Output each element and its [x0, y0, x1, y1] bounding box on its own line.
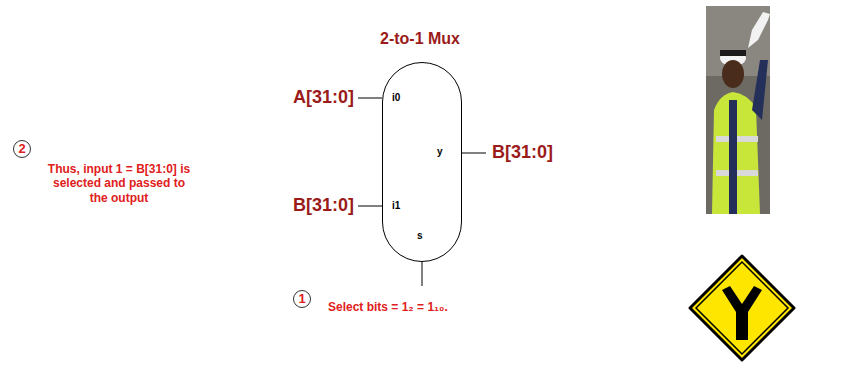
officer-photo: [706, 6, 770, 214]
pin-name: y: [437, 146, 443, 157]
callout-circle: [294, 291, 311, 308]
bus-label: B[31:0]: [492, 142, 553, 164]
note: Thus, input 1 = B[31:0] is selected and …: [46, 162, 192, 205]
pin-name: i1: [392, 200, 400, 211]
fork-sign: [690, 256, 794, 360]
mux-body: i0 i1 y s: [382, 62, 462, 262]
diagram-title: 2-to-1 Mux: [320, 30, 520, 48]
select-wire: [422, 262, 423, 286]
callout-number: 2: [14, 141, 30, 157]
pin-name: i0: [392, 92, 400, 103]
bus-label: B[31:0]: [250, 195, 354, 217]
callout-circle: [14, 141, 31, 158]
pin-name: s: [417, 230, 423, 241]
bus-label: A[31:0]: [250, 87, 354, 109]
callout-number: 1: [294, 291, 310, 307]
output-wire: [462, 153, 486, 154]
input-wire: [358, 98, 382, 99]
input-wire: [358, 206, 382, 207]
note: Select bits = 1₂ = 1₁₀.: [328, 300, 448, 314]
